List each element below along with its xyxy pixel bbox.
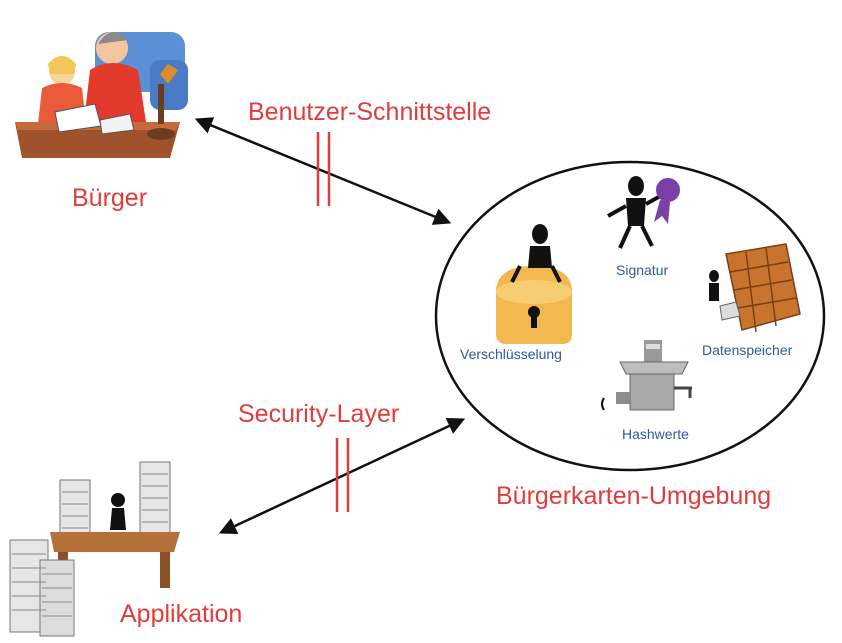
benutzer-connector — [194, 117, 452, 225]
security-interface-marker — [335, 438, 350, 512]
applikation-label: Applikation — [120, 600, 243, 628]
hashwerte-illustration — [601, 340, 692, 411]
buerger-label: Bürger — [72, 184, 148, 212]
hashwerte-label: Hashwerte — [622, 426, 689, 442]
applikation-illustration — [9, 461, 180, 637]
benutzer-interface-marker — [316, 132, 331, 206]
signatur-illustration — [607, 176, 680, 249]
benutzer-schnittstelle-label: Benutzer-Schnittstelle — [248, 98, 492, 126]
verschluesselung-illustration — [496, 224, 572, 344]
verschluesselung-label: Verschlüsselung — [460, 346, 562, 362]
buergerkarten-umgebung-ellipse — [434, 160, 826, 472]
signatur-label: Signatur — [616, 262, 669, 278]
datenspeicher-illustration — [709, 243, 801, 333]
buerger-illustration — [15, 31, 188, 158]
security-layer-label: Security-Layer — [238, 400, 400, 428]
security-connector — [218, 417, 466, 535]
buergerkarten-umgebung-label: Bürgerkarten-Umgebung — [496, 482, 772, 510]
datenspeicher-label: Datenspeicher — [702, 342, 793, 358]
